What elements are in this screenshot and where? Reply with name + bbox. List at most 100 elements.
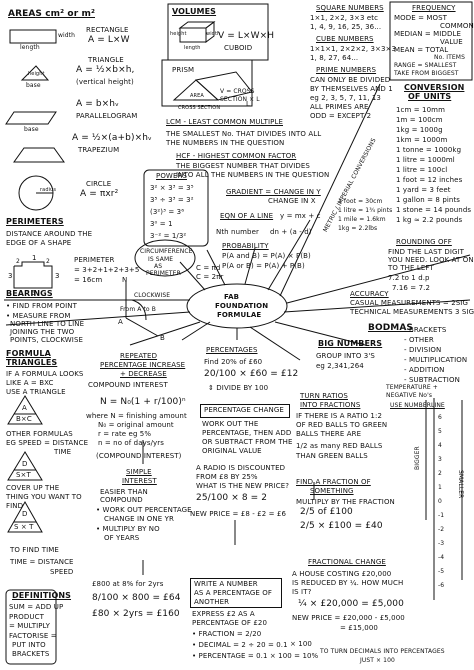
ratios-l2: OF RED BALLS TO GREEN <box>296 421 388 429</box>
bearings-p2b: NORTH LINE TO LINE <box>10 320 85 328</box>
rounding-l4: 7.2 to 1 d.p <box>388 274 430 282</box>
fractional-l6: = £15,000 <box>340 624 378 632</box>
center-title-1: FAB <box>224 293 240 301</box>
number-line-tick: 5 <box>438 428 442 435</box>
probability-l1: P(A and B) = P(A) × P(B) <box>222 252 311 260</box>
conversion-row: 1 tonne = 1000kg <box>396 146 462 154</box>
imperial-row: 1kg = 2.2lbs <box>338 225 378 232</box>
conversion-row: 1km = 1000m <box>396 136 448 144</box>
bearings-p2c: JOINING THE TWO <box>10 328 75 336</box>
fractional-l3: IS IT? <box>292 588 312 596</box>
simple-l4: CHANGE IN ONE YR <box>104 515 174 523</box>
perimeter-side-2b: 2 <box>46 258 50 265</box>
para-formula: A = b×hᵥ <box>76 99 119 109</box>
perimeters-desc-1: DISTANCE AROUND THE <box>6 230 93 238</box>
freq-range-2: TAKE FROM BIGGEST <box>394 70 459 77</box>
bodmas-item: - SUBTRACTION <box>404 376 460 384</box>
pct-change-l4: ORIGINAL VALUE <box>202 447 262 455</box>
number-line-tick: -3 <box>438 540 445 547</box>
write-pct-box <box>190 578 282 608</box>
line-title: EQN OF A LINE <box>220 212 274 220</box>
accuracy-title: ACCURACY <box>350 290 389 298</box>
compound-title-2: PERCENTAGE INCREASE <box>100 361 186 369</box>
bearings-clockwise: CLOCKWISE <box>134 292 171 299</box>
number-line-tick: -2 <box>438 526 445 533</box>
prime-l4: ALL PRIMES ARE <box>310 103 369 111</box>
ft-d2: LIKE A = BXC <box>6 379 54 387</box>
simple-l2: COMPOUND <box>100 496 143 504</box>
ft-tri1-bot: B×C <box>16 415 32 423</box>
number-line-tick: 4 <box>438 442 442 449</box>
fraction-of-title-2: SOMETHING <box>310 487 354 495</box>
prism-title: PRISM <box>172 66 195 74</box>
fractional-title: FRACTIONAL CHANGE <box>308 558 386 566</box>
ft-other: OTHER FORMULAS <box>6 430 73 438</box>
lcm-title: LCM - LEAST COMMON MULTIPLE <box>166 118 283 126</box>
freq-mean: MEAN = TOTAL <box>394 46 449 54</box>
conversion-title-2: OF UNITS <box>408 92 452 101</box>
freq-mode-2: COMMON <box>440 22 474 30</box>
temp-use: USE NUMBERLINE <box>390 402 445 409</box>
bearings-title: BEARINGS <box>6 289 53 298</box>
temp-bigger: BIGGER <box>414 446 421 470</box>
freq-mean-2: No. ITEMS <box>434 54 465 61</box>
rounding-l2: YOU NEED. LOOK AT ONE <box>388 256 474 264</box>
perimeter-side-3b: 3 <box>55 272 60 280</box>
ft-speed: EG SPEED = DISTANCE <box>6 439 89 447</box>
circle-formula: A = πxr² <box>80 189 119 199</box>
cube-title: CUBE NUMBERS <box>316 35 374 43</box>
def-product: PRODUCT <box>9 613 44 621</box>
square-title: SQUARE NUMBERS <box>316 4 384 12</box>
circle-title: CIRCLE <box>86 180 112 188</box>
nth-formula: dn + (a - d) <box>270 228 312 236</box>
fractional-l4: ¼ × £20,000 = £5,000 <box>298 599 404 609</box>
para-base-label: base <box>24 126 39 133</box>
def-factorise: FACTORISE = <box>9 632 57 640</box>
circ-f2: C = 2πr <box>196 273 224 281</box>
areas-title: AREAS cm² or m² <box>8 9 95 19</box>
ft-cover-2: THING YOU WANT TO <box>6 493 82 501</box>
conversion-row: 1 stone = 14 pounds <box>396 206 472 214</box>
bodmas-item: - OTHER <box>404 336 434 344</box>
line-formula: y = mx + c <box>280 212 321 220</box>
ratios-title-2: INTO FRACTIONS <box>300 401 361 409</box>
volumes-height: height <box>170 31 187 37</box>
gradient-sub: CHANGE IN X <box>268 197 316 205</box>
number-line-tick: 6 <box>438 414 442 421</box>
ft-tri3-top: D <box>22 510 28 518</box>
write-pct-l3: • FRACTION = 2/20 <box>192 630 262 638</box>
ft-time: TIME <box>54 448 72 456</box>
imperial-row: 1 litre = 1¾ pints <box>338 207 393 214</box>
pct-change-l7: WHAT IS THE NEW PRICE? <box>196 482 290 490</box>
trap-formula: A = ½×(a+b)×hᵥ <box>72 133 152 143</box>
ft-find-1: TO FIND TIME <box>10 546 59 554</box>
bearings-p1: • FIND FROM POINT <box>6 302 77 310</box>
big-numbers-l2: eg 2,341,264 <box>316 362 364 370</box>
big-numbers-l1: GROUP INTO 3'S <box>316 352 375 360</box>
bearings-north: N <box>122 276 128 284</box>
rounding-l1: FIND THE LAST DIGIT <box>388 248 465 256</box>
ratios-l5: THAN GREEN BALLS <box>296 452 368 460</box>
imperial-row: 1 foot = 30cm <box>338 198 383 205</box>
compound-sub: COMPOUND INTEREST <box>88 381 168 389</box>
tri-formula: A = ½×b×h, <box>76 65 135 75</box>
simple-l8: 8/100 × 800 = £64 <box>92 593 181 603</box>
simple-l6: OF YEARS <box>104 534 140 542</box>
simple-l7: £800 at 8% for 2yrs <box>92 580 164 588</box>
ratios-title: TURN RATIOS <box>300 392 348 400</box>
simple-l1: EASIER THAN <box>100 488 148 496</box>
pct-change-l6: FROM £8 BY 25% <box>196 473 258 481</box>
tri-base-label: base <box>26 82 41 89</box>
number-line-tick: 0 <box>438 498 442 505</box>
rounding-l3: TO THE LEFT <box>388 264 434 272</box>
ft-tri2-top: D <box>22 460 28 468</box>
center-title-3: FORMULAE <box>217 311 262 319</box>
compound-where: where N = finishing amount <box>86 412 187 420</box>
conversion-row: 1 litre = 100cl <box>396 166 448 174</box>
bodmas-item: - MULTIPLICATION <box>404 356 468 364</box>
bodmas-item: - BRACKETS <box>404 326 447 334</box>
bodmas-item: - DIVISION <box>404 346 442 354</box>
imperial-row: 1 mile = 1.6km <box>338 216 386 223</box>
para-title: PARALLELOGRAM <box>76 112 138 120</box>
